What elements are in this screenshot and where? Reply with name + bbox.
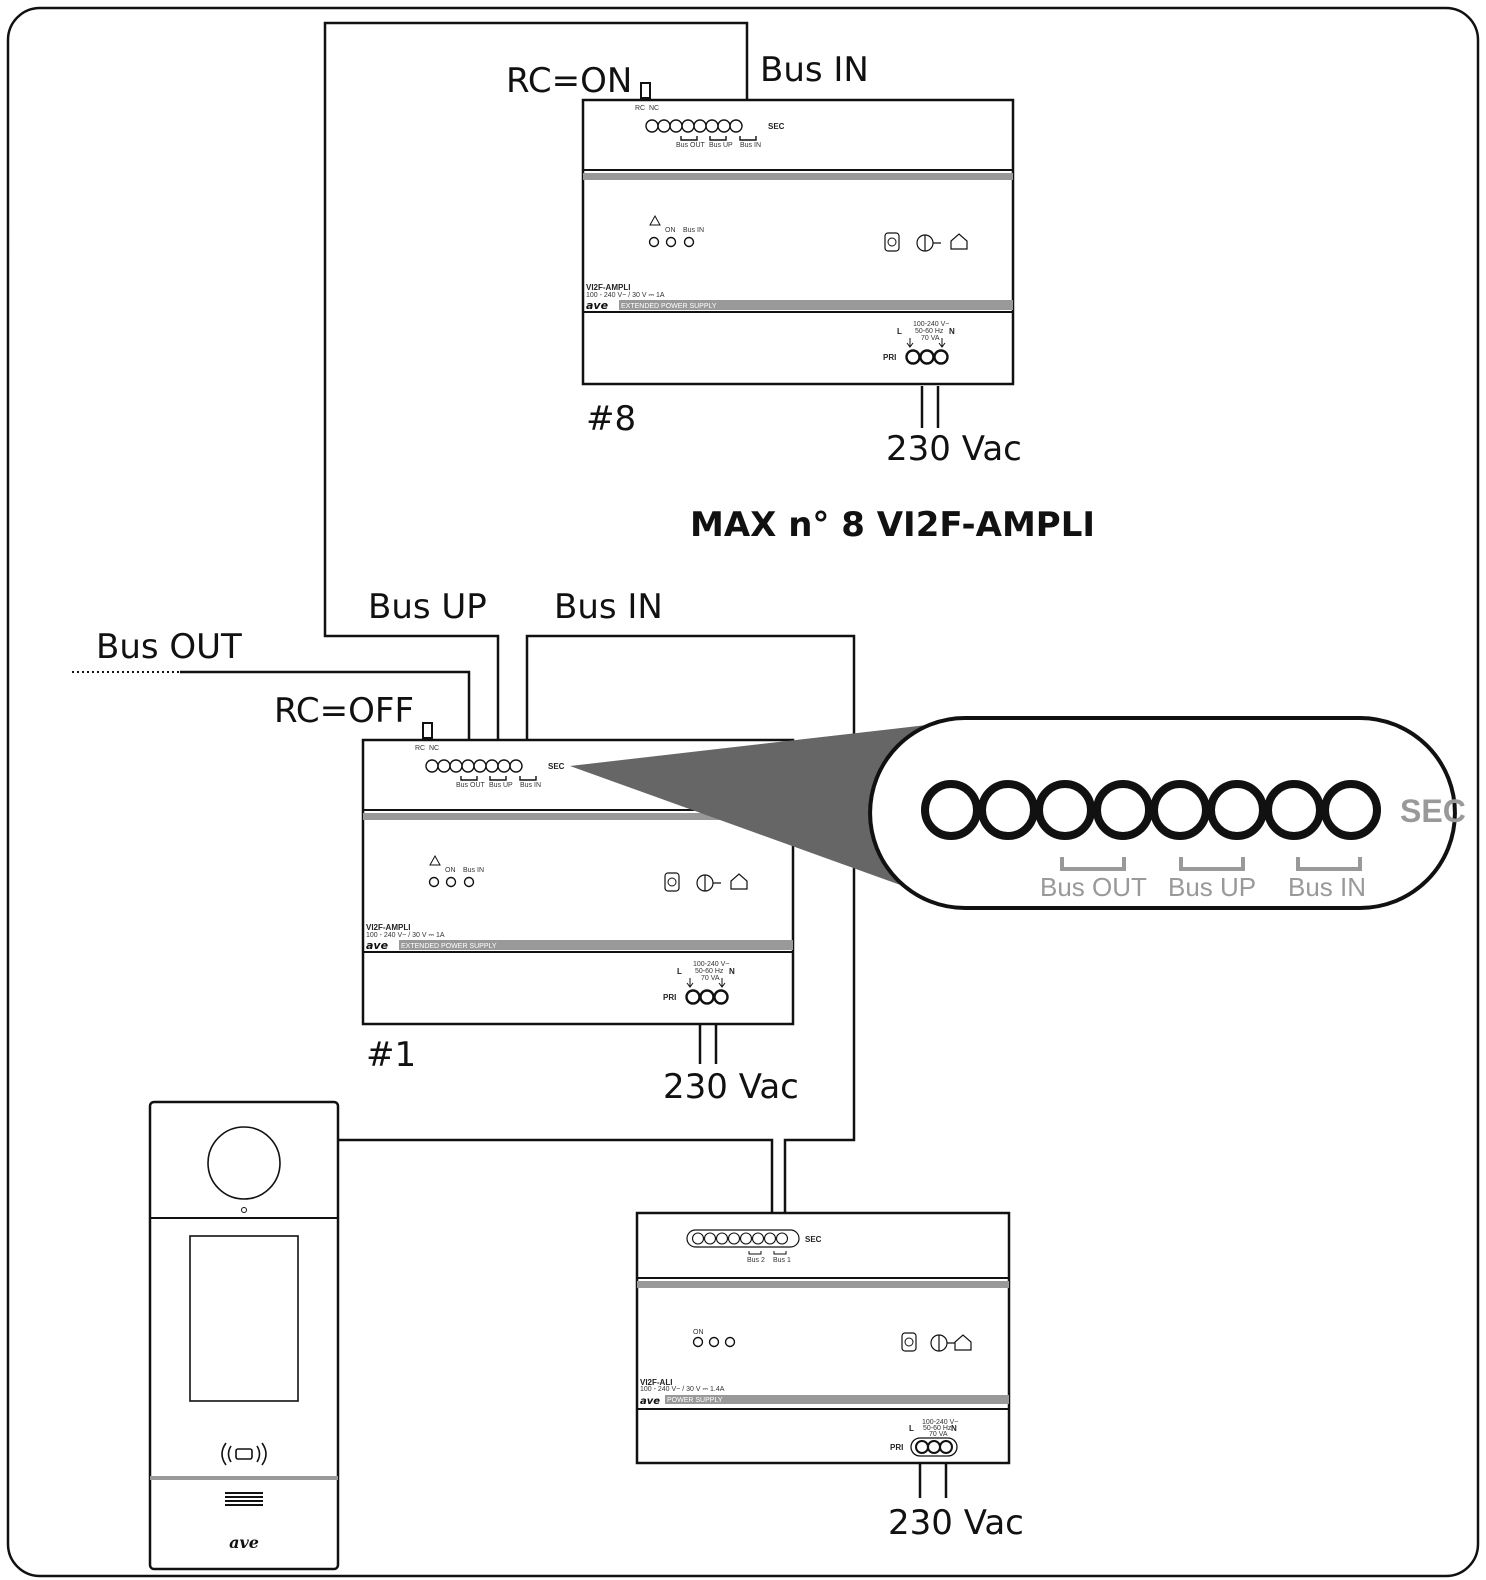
input-rating-3: 70 VA [701, 975, 720, 982]
terminal-zoom-callout: SEC Bus OUT Bus UP Bus IN [570, 716, 1466, 910]
rating-label: 100 - 240 V~ / 30 V ⎓ 1A [586, 292, 665, 299]
sec-label: SEC [768, 122, 785, 131]
band-label: EXTENDED POWER SUPPLY [401, 943, 497, 950]
bus-out-terminal-label: Bus OUT [676, 142, 706, 149]
rc-label: RC [635, 105, 645, 112]
bus-out-terminal-label: Bus OUT [456, 782, 486, 789]
input-rating-2: 50-60 Hz [915, 328, 944, 335]
on-led-label: ON [665, 227, 676, 234]
rc-label: RC [415, 745, 425, 752]
brand-logo: ave [586, 299, 609, 312]
ali-brand-logo: ave [640, 1396, 660, 1407]
vac-label-unit-1: 230 Vac [663, 1067, 799, 1107]
pri-label: PRI [883, 353, 896, 362]
display-screen [189, 1235, 299, 1402]
outdoor-entry-panel: ave [148, 1100, 340, 1571]
l-label: L [897, 327, 902, 336]
speaker-grille-icon [225, 1492, 263, 1506]
unit-1-label: #1 [366, 1035, 416, 1075]
ali-n-label: N [951, 1424, 957, 1433]
ali-sec-label: SEC [805, 1235, 822, 1244]
ali-input-rating-3: 70 VA [929, 1431, 948, 1438]
bus-out-label: Bus OUT [96, 627, 242, 667]
rc-on-label: RC=ON [506, 61, 632, 101]
bus-in-led-label: Bus IN [463, 867, 484, 874]
bus-wires [72, 21, 948, 1498]
sec-label: SEC [548, 762, 565, 771]
input-rating-1: 100-240 V~ [913, 321, 949, 328]
rc-jumper-on [640, 82, 651, 99]
n-label: N [729, 967, 735, 976]
camera-lens-icon [207, 1126, 281, 1200]
bus-up-terminal-label: Bus UP [709, 142, 733, 149]
on-led-label: ON [445, 867, 456, 874]
zoom-bus-up-label: Bus UP [1168, 872, 1256, 902]
ali-pri-label: PRI [890, 1443, 903, 1452]
outer-frame [6, 6, 1480, 1578]
n-label: N [949, 327, 955, 336]
band-label: EXTENDED POWER SUPPLY [621, 303, 717, 310]
rfid-reader-icon [221, 1442, 267, 1466]
diagram-labels: RC=ON Bus IN #8 230 Vac MAX n° 8 VI2F-AM… [96, 50, 1095, 1543]
zoom-sec-label: SEC [1400, 793, 1466, 829]
model-label: VI2F-AMPLI [586, 283, 630, 292]
ali-rating-label: 100 - 240 V~ / 30 V ⎓ 1.4A [640, 1386, 725, 1393]
rating-label: 100 - 240 V~ / 30 V ⎓ 1A [366, 932, 445, 939]
vac-label-ali: 230 Vac [888, 1503, 1024, 1543]
ali-model-label: VI2F-ALI [640, 1378, 672, 1387]
input-rating-1: 100-240 V~ [693, 961, 729, 968]
ali-band-label: POWER SUPPLY [667, 1397, 723, 1404]
model-label: VI2F-AMPLI [366, 923, 410, 932]
input-rating-3: 70 VA [921, 335, 940, 342]
vac-label-unit-8: 230 Vac [886, 429, 1022, 469]
ampli-unit-8: RC NC SEC Bus OUT Bus UP Bus IN ON Bus I… [581, 82, 1015, 386]
bus-up-terminal-label: Bus UP [489, 782, 513, 789]
bus-in-led-label: Bus IN [683, 227, 704, 234]
ali-input-rating-2: 50-60 Hz [923, 1425, 952, 1432]
brand-logo: ave [366, 939, 389, 952]
unit-8-label: #8 [586, 399, 636, 439]
rc-off-label: RC=OFF [274, 691, 414, 731]
l-label: L [677, 967, 682, 976]
nc-label: NC [649, 105, 659, 112]
ampli-unit-1: RC NC SEC Bus OUT Bus UP Bus IN ON Bus I… [361, 722, 795, 1026]
bus-in-label: Bus IN [554, 587, 663, 627]
bus-in-top-label: Bus IN [760, 50, 869, 90]
ali-input-rating-1: 100-240 V~ [922, 1419, 958, 1426]
max-units-note: MAX n° 8 VI2F-AMPLI [690, 505, 1095, 545]
bus-in-terminal-label: Bus IN [520, 782, 541, 789]
rc-jumper-off [422, 722, 433, 739]
ali-bus2-label: Bus 2 [747, 1257, 765, 1264]
zoom-bus-out-label: Bus OUT [1040, 872, 1147, 902]
input-rating-2: 50-60 Hz [695, 968, 724, 975]
ali-power-supply: SEC Bus 2 Bus 1 ON VI2F-ALI 100 - 240 V~… [635, 1211, 1011, 1465]
ali-on-label: ON [693, 1329, 704, 1336]
bus-up-label: Bus UP [368, 587, 487, 627]
zoom-bus-in-label: Bus IN [1288, 872, 1366, 902]
nc-label: NC [429, 745, 439, 752]
ali-bus1-label: Bus 1 [773, 1257, 791, 1264]
ali-l-label: L [909, 1424, 914, 1433]
panel-brand-logo: ave [229, 1533, 259, 1552]
bus-in-terminal-label: Bus IN [740, 142, 761, 149]
pri-label: PRI [663, 993, 676, 1002]
